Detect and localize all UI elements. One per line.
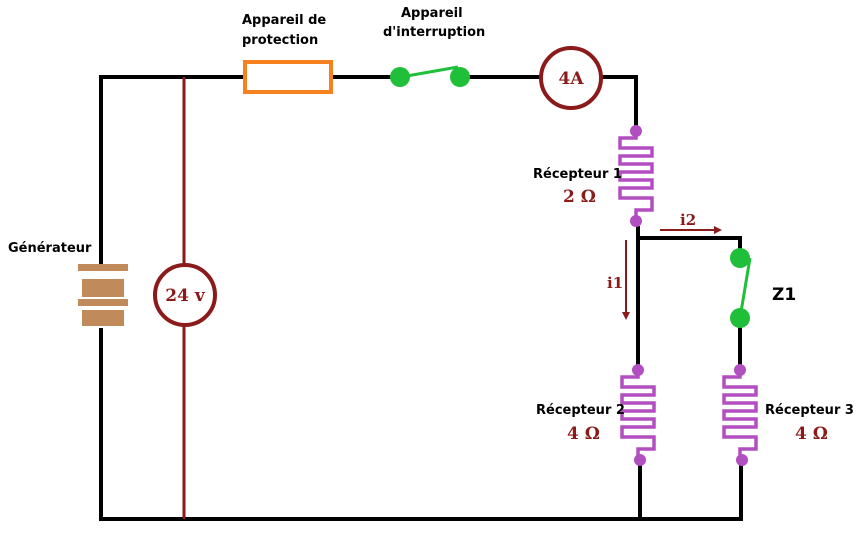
ammeter-value: 4A <box>558 69 584 89</box>
label-receptor-2: Récepteur 2 <box>536 403 625 418</box>
value-receptor-1: 2 Ω <box>563 187 596 207</box>
label-i1: i1 <box>607 274 623 292</box>
ammeter-icon: 4A <box>539 46 603 110</box>
label-generator: Générateur <box>8 241 92 256</box>
value-receptor-3: 4 Ω <box>795 424 828 444</box>
arrow-i1-icon <box>622 240 630 320</box>
value-receptor-2: 4 Ω <box>567 424 600 444</box>
resistor-3-icon <box>722 364 758 466</box>
voltmeter-value: 24 v <box>165 286 206 306</box>
voltmeter-icon: 24 v <box>153 263 217 327</box>
label-protection-line1: Appareil de <box>242 13 326 28</box>
label-z1: Z1 <box>772 285 796 305</box>
resistor-2-icon <box>620 364 656 466</box>
label-i2: i2 <box>680 211 696 229</box>
fuse-icon <box>243 60 333 94</box>
label-receptor-1: Récepteur 1 <box>533 167 622 182</box>
arrow-i2-icon <box>660 226 722 234</box>
label-interruption-line2: d'interruption <box>383 25 485 40</box>
label-interruption-line1: Appareil <box>401 6 463 21</box>
label-protection-line2: protection <box>242 33 318 48</box>
resistor-1-icon <box>618 125 654 227</box>
battery-icon <box>78 264 128 326</box>
switch-z1-icon <box>730 248 752 328</box>
label-receptor-3: Récepteur 3 <box>765 403 854 418</box>
switch-icon <box>390 65 470 87</box>
